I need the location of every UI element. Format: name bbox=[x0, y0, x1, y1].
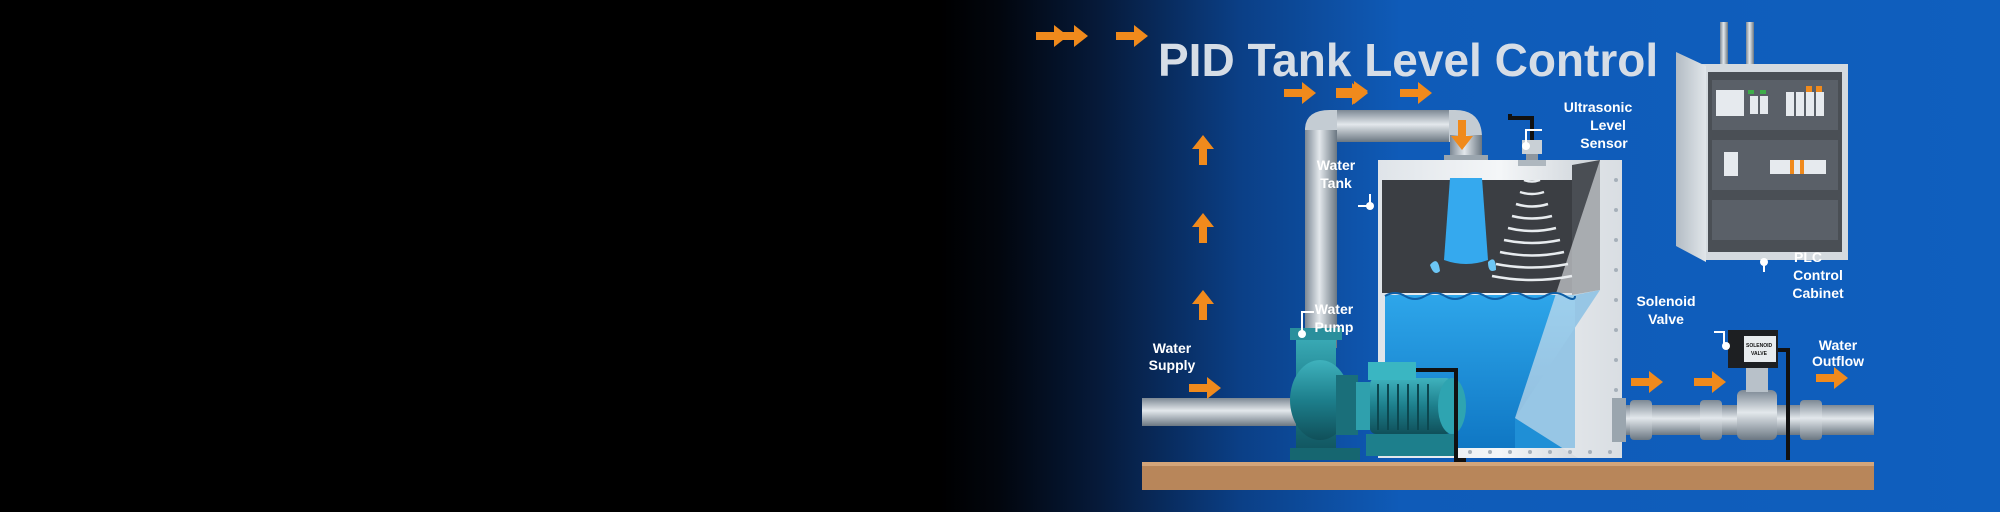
valve-tag-line-1: SOLENOID bbox=[1746, 343, 1773, 349]
svg-text:Water: Water bbox=[1153, 340, 1192, 356]
svg-text:Water: Water bbox=[1315, 301, 1354, 317]
svg-text:Level: Level bbox=[1590, 117, 1626, 133]
label-solenoid-valve: Solenoid Valve bbox=[1636, 293, 1695, 327]
svg-text:Control: Control bbox=[1793, 267, 1843, 283]
svg-text:Tank: Tank bbox=[1320, 175, 1352, 191]
svg-text:Cabinet: Cabinet bbox=[1792, 285, 1844, 301]
label-ultrasonic-sensor: Ultrasonic Level Sensor bbox=[1564, 99, 1633, 151]
label-water-tank: Water Tank bbox=[1317, 157, 1356, 191]
ultrasonic-sensor bbox=[1508, 114, 1546, 166]
svg-text:Valve: Valve bbox=[1648, 311, 1684, 327]
svg-text:Pump: Pump bbox=[1315, 319, 1354, 335]
flow-arrow-down-icon bbox=[1451, 120, 1473, 150]
plc-cabinet bbox=[1676, 22, 1848, 262]
label-plc-cabinet: PLC Control Cabinet bbox=[1792, 249, 1844, 301]
flow-arrows-main bbox=[1189, 82, 1848, 399]
page-title: PID Tank Level Control bbox=[1158, 34, 1658, 86]
svg-text:Sensor: Sensor bbox=[1580, 135, 1628, 151]
label-water-pump: Water Pump bbox=[1315, 301, 1354, 335]
water-pump bbox=[1290, 328, 1466, 462]
svg-text:Supply: Supply bbox=[1149, 357, 1196, 373]
svg-text:PLC: PLC bbox=[1794, 249, 1822, 265]
label-water-outflow: Water Outflow bbox=[1812, 337, 1864, 369]
svg-text:Water: Water bbox=[1317, 157, 1356, 173]
svg-text:Water: Water bbox=[1819, 337, 1858, 353]
ultrasonic-wave bbox=[1491, 178, 1573, 282]
svg-text:Outflow: Outflow bbox=[1812, 353, 1864, 369]
label-water-supply: Water Supply bbox=[1149, 340, 1196, 373]
floor-base bbox=[1142, 462, 1874, 490]
valve-tag-line-2: VALVE bbox=[1751, 351, 1768, 357]
svg-text:Solenoid: Solenoid bbox=[1636, 293, 1695, 309]
flow-arrows-up bbox=[1192, 135, 1214, 320]
solenoid-valve: SOLENOID VALVE bbox=[1728, 330, 1790, 460]
callout-dot-icon bbox=[1298, 142, 1768, 350]
svg-text:Ultrasonic: Ultrasonic bbox=[1564, 99, 1633, 115]
